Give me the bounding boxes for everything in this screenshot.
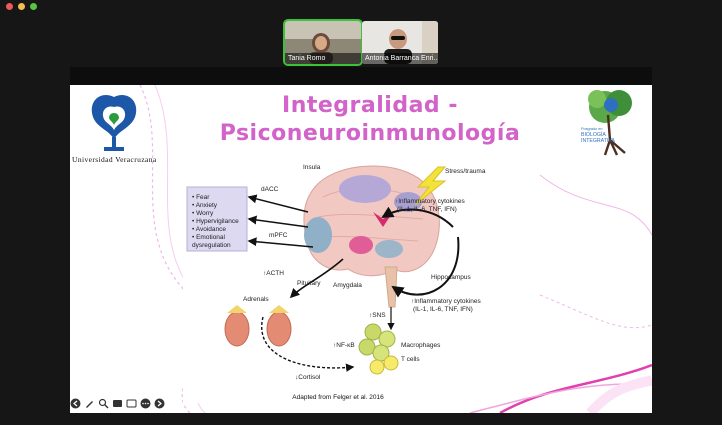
brainstem — [384, 266, 398, 308]
symptom-3: • Worry — [192, 210, 214, 217]
pen-icon[interactable] — [84, 398, 95, 409]
label-amygdala: Amygdala — [333, 282, 362, 289]
figure-diagram: • Fear • Anxiety • Worry • Hypervigilanc… — [186, 164, 486, 381]
psychoneuroimmunology-figure: • Fear • Anxiety • Worry • Hypervigilanc… — [183, 157, 493, 403]
label-mpfc: mPFC — [269, 232, 288, 239]
left-kidney — [224, 311, 250, 347]
symptom-6: • Emotional — [192, 234, 226, 241]
zoom-icon[interactable] — [98, 398, 109, 409]
slide-title-line2: Psiconeuroinmunología — [219, 121, 521, 146]
label-cytokines-bottom-2: (IL-1, IL-6, TNF, IFN) — [413, 306, 473, 313]
label-adrenals: Adrenals — [243, 296, 269, 303]
participant-name-2: Antonia Barranca Enri... — [362, 53, 438, 64]
insula-region — [339, 175, 391, 203]
participant-tile-2[interactable]: Antonia Barranca Enri... — [362, 21, 438, 64]
symptom-7: dysregulation — [192, 242, 231, 249]
close-window-button[interactable] — [6, 3, 13, 10]
captions-alt-icon[interactable] — [126, 398, 137, 409]
bio-logo-small-text: Posgrado en — [581, 127, 603, 131]
dacc-region — [394, 192, 422, 212]
hippocampus-region — [375, 240, 403, 258]
window-controls — [6, 3, 37, 10]
label-insula: Insula — [303, 164, 321, 171]
right-adrenal — [269, 305, 289, 313]
shared-screen-bar — [70, 67, 652, 85]
label-nfkb: ↑NF-κB — [333, 342, 355, 349]
label-macrophages: Macrophages — [401, 342, 441, 349]
label-tcells: T cells — [401, 356, 420, 363]
symptom-1: • Fear — [192, 194, 210, 201]
left-adrenal — [227, 305, 247, 313]
label-cytokines-top-2: (IL-1, IL-6, TNF, IFN) — [397, 206, 457, 213]
label-cortisol: ↓Cortisol — [295, 374, 321, 381]
label-cytokines-bottom-1: ↑Inflammatory cytokines — [411, 298, 481, 305]
bio-logo-line2: INTEGRATIVA — [581, 138, 615, 144]
more-icon[interactable] — [140, 398, 151, 409]
participant-name-1: Tania Romo — [285, 53, 361, 64]
slide-toolbar — [70, 398, 165, 409]
minimize-window-button[interactable] — [18, 3, 25, 10]
stress-bolt-icon — [414, 166, 447, 206]
label-dacc: dACC — [261, 186, 279, 193]
shared-slide: Universidad Veracruzana Integralidad - P… — [70, 85, 652, 413]
amygdala-region — [349, 236, 373, 254]
mpfc-region — [304, 217, 332, 253]
symptom-2: • Anxiety — [192, 202, 218, 209]
forward-arrow-icon[interactable] — [154, 398, 165, 409]
symptom-4: • Hypervigilance — [192, 218, 239, 225]
back-arrow-icon[interactable] — [70, 398, 81, 409]
captions-icon[interactable] — [112, 398, 123, 409]
label-sns: ↑SNS — [369, 312, 386, 319]
universidad-veracruzana-logo — [91, 94, 137, 151]
bio-logo-line1: BIOLOGÍA — [581, 131, 606, 138]
university-name: Universidad Veracruzana — [72, 155, 157, 164]
symptom-5: • Avoidance — [192, 226, 226, 233]
symptoms-box — [186, 186, 248, 252]
slide-title-line1: Integralidad - — [282, 93, 458, 118]
zoom-window-button[interactable] — [30, 3, 37, 10]
label-cytokines-top-1: ↑Inflammatory cytokines — [395, 198, 465, 205]
label-pituitary: Pituitary — [297, 280, 321, 287]
figure-caption: Adapted from Felger et al. 2016 — [292, 394, 384, 401]
label-stress: Stress/trauma — [445, 168, 486, 175]
participant-tile-1[interactable]: Tania Romo — [283, 19, 363, 66]
label-acth: ↑ACTH — [263, 270, 284, 277]
label-hippocampus: Hippocampus — [431, 274, 471, 281]
right-kidney — [266, 311, 292, 347]
biologia-integrativa-logo: Posgrado en BIOLOGÍA INTEGRATIVA — [581, 90, 632, 156]
